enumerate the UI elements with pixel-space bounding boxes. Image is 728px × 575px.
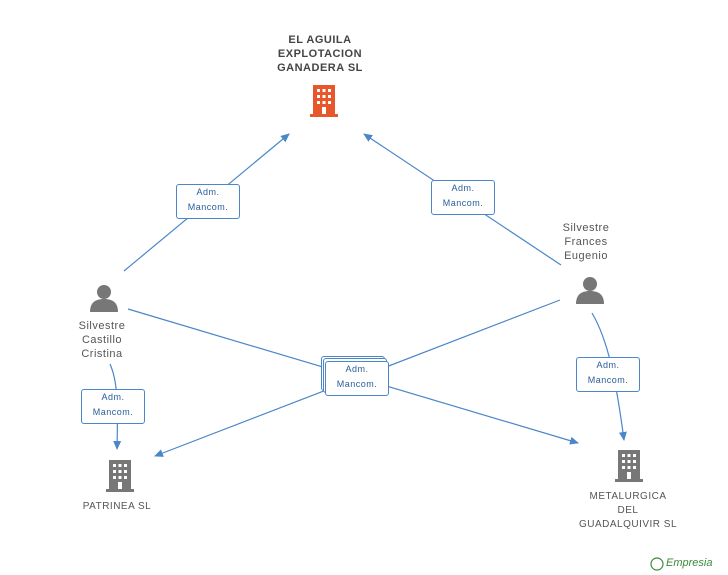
building-icon — [310, 85, 338, 117]
edge-label-castillo-patrinea[interactable]: Adm. Mancom. — [81, 389, 145, 424]
edge-label-castillo-aguila[interactable]: Adm. Mancom. — [176, 184, 240, 219]
company-aguila-name[interactable]: EL AGUILA EXPLOTACION GANADERA SL — [240, 33, 400, 75]
name-line: Eugenio — [564, 250, 608, 262]
copyright-icon — [650, 557, 664, 571]
company-patrinea-name[interactable]: PATRINEA SL — [82, 501, 152, 512]
person-icon — [90, 285, 118, 312]
name-line: METALURGICA — [589, 491, 667, 502]
building-icon — [615, 450, 643, 482]
name-line: DEL — [617, 505, 639, 516]
building-icon — [106, 460, 134, 492]
edge-label-line: Mancom. — [92, 407, 134, 417]
edge-label-line: Adm. — [345, 364, 369, 374]
person-castillo-name[interactable]: Silvestre Castillo Cristina — [52, 319, 152, 361]
edge-label-line: Mancom. — [442, 198, 484, 208]
brand-logo[interactable]: Empresia — [666, 557, 713, 569]
name-line: Frances — [564, 236, 608, 248]
edge-label-crossing[interactable]: Adm. Mancom. — [325, 361, 389, 396]
name-line: EL AGUILA — [288, 34, 352, 46]
edge-label-line: Adm. — [451, 183, 475, 193]
name-line: Silvestre — [562, 222, 610, 234]
edge-label-frances-metalurgica[interactable]: Adm. Mancom. — [576, 357, 640, 392]
name-line: EXPLOTACION — [277, 48, 363, 60]
edge-label-line: Adm. — [596, 360, 620, 370]
edge-label-line: Mancom. — [336, 379, 378, 389]
company-metalurgica-name[interactable]: METALURGICA DEL GUADALQUIVIR SL — [566, 490, 690, 532]
name-line: Silvestre — [78, 320, 126, 332]
edge-label-line: Adm. — [196, 187, 220, 197]
edge-label-line: Mancom. — [187, 202, 229, 212]
person-icon — [576, 277, 604, 304]
edge-label-line: Adm. — [101, 392, 125, 402]
name-line: Cristina — [81, 348, 123, 360]
edge-label-frances-aguila[interactable]: Adm. Mancom. — [431, 180, 495, 215]
name-line: GANADERA SL — [277, 62, 363, 74]
name-line: Castillo — [81, 334, 123, 346]
name-line: GUADALQUIVIR SL — [578, 519, 678, 530]
person-frances-name[interactable]: Silvestre Frances Eugenio — [536, 221, 636, 263]
edge-label-line: Mancom. — [587, 375, 629, 385]
